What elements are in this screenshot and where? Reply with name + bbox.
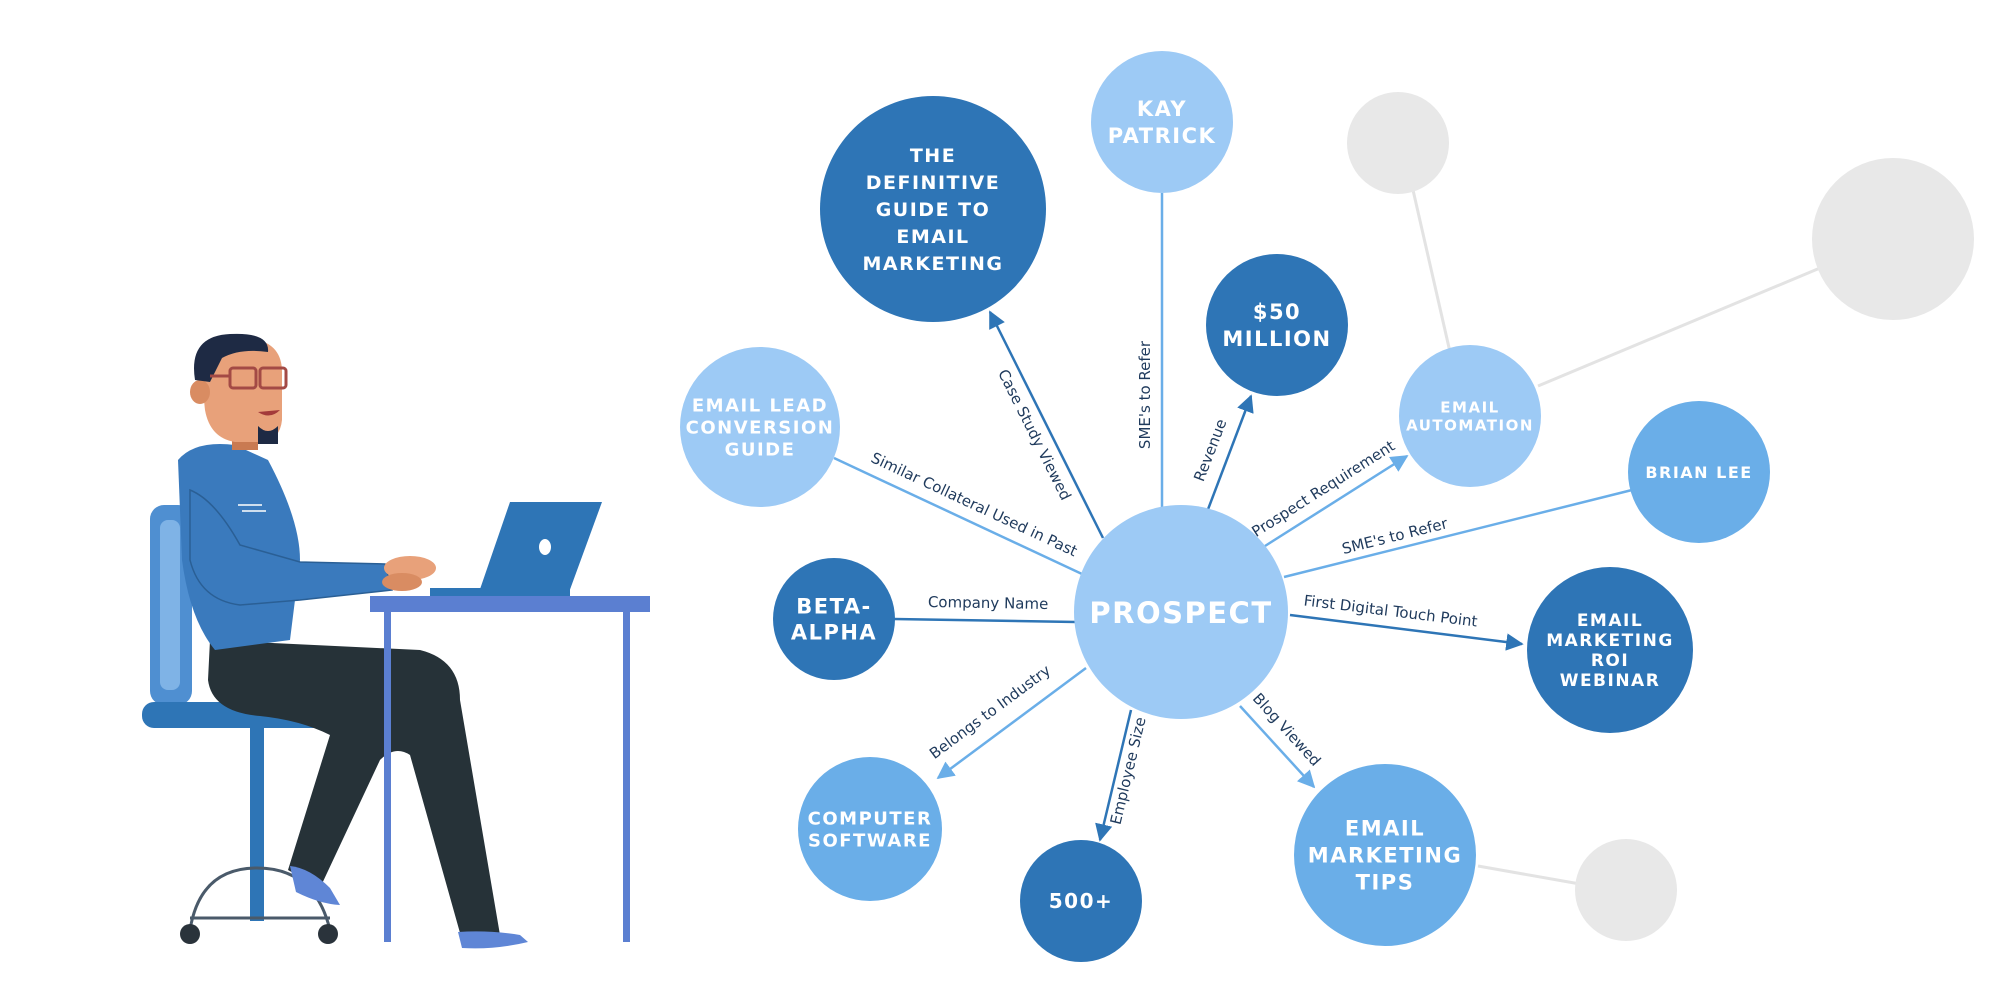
person-ear xyxy=(190,380,210,404)
node-label-line: BETA- xyxy=(796,595,872,619)
node-label-line: EMAIL xyxy=(1345,817,1425,841)
edge-label-industry: Belongs to Industry xyxy=(926,661,1054,763)
node-label-line: MARKETING xyxy=(1546,631,1674,651)
node-label-line: CONVERSION xyxy=(686,417,835,438)
chair-wheel-right xyxy=(318,924,338,944)
edge-label-revenue: Revenue xyxy=(1190,416,1230,483)
laptop-base xyxy=(430,588,570,596)
grey-line xyxy=(1478,866,1580,884)
node-label-brian: BRIAN LEE xyxy=(1645,463,1752,482)
edge-brian xyxy=(1284,490,1632,577)
node-label-line: EMAIL xyxy=(1577,611,1643,631)
node-label-line: THE xyxy=(910,145,956,167)
grey-line xyxy=(1413,190,1450,352)
node-label-line: KAY xyxy=(1137,97,1187,121)
node-label-line: PATRICK xyxy=(1108,124,1217,148)
node-label-line: EMAIL xyxy=(1440,398,1499,416)
node-label-prospect: PROSPECT xyxy=(1089,596,1272,630)
edge-label-case-study: Case Study Viewed xyxy=(994,366,1075,503)
node-label-line: ROI xyxy=(1591,651,1629,671)
node-label-line: $50 xyxy=(1253,300,1301,324)
laptop-logo-icon xyxy=(539,539,551,555)
grey-node xyxy=(1812,158,1974,320)
person-shoe-front xyxy=(458,931,528,948)
edge-label-sme-refer-kay: SME's to Refer xyxy=(1136,340,1154,449)
node-label-line: MARKETING xyxy=(863,253,1004,275)
edge-label-company-name: Company Name xyxy=(928,593,1049,613)
node-label-line: BRIAN LEE xyxy=(1645,463,1752,482)
node-label-line: EMAIL LEAD xyxy=(692,395,828,416)
node-label-line: TIPS xyxy=(1356,871,1415,895)
edge-label-prospect-requirement: Prospect Requirement xyxy=(1249,437,1399,541)
node-label-line: COMPUTER xyxy=(808,808,933,829)
edge-label-sme-refer-brian: SME's to Refer xyxy=(1340,514,1450,558)
node-label-line: MILLION xyxy=(1222,327,1331,351)
node-label-line: ALPHA xyxy=(791,621,877,645)
node-label-employees: 500+ xyxy=(1049,889,1114,913)
node-label-line: 500+ xyxy=(1049,889,1114,913)
node-label-line: GUIDE xyxy=(725,439,796,460)
node-label-line: WEBINAR xyxy=(1560,671,1661,691)
node-label-line: MARKETING xyxy=(1308,844,1462,868)
edge-beta xyxy=(894,619,1076,622)
node-label-line: EMAIL xyxy=(896,226,969,248)
person-hand-2 xyxy=(382,573,422,591)
node-revenue-value xyxy=(1206,254,1348,396)
edge-label-employee-size: Employee Size xyxy=(1107,715,1150,826)
person-at-desk-illustration xyxy=(142,334,650,949)
node-label-line: DEFINITIVE xyxy=(866,172,1000,194)
grey-node xyxy=(1575,839,1677,941)
desk-top xyxy=(370,596,650,612)
desk-leg-right xyxy=(623,612,630,942)
chair-wheel-left xyxy=(180,924,200,944)
node-label-line: SOFTWARE xyxy=(808,830,932,851)
edge-label-first-touch: First Digital Touch Point xyxy=(1303,591,1479,630)
node-label-line: GUIDE TO xyxy=(876,199,991,221)
node-label-line: AUTOMATION xyxy=(1406,416,1534,434)
grey-line xyxy=(1538,268,1820,386)
edge-case-study xyxy=(990,312,1103,538)
chair-post xyxy=(250,726,264,921)
grey-node xyxy=(1347,92,1449,194)
desk-leg-left xyxy=(384,612,391,942)
node-kay xyxy=(1091,51,1233,193)
chair-back-highlight xyxy=(160,520,180,690)
node-beta xyxy=(773,558,895,680)
